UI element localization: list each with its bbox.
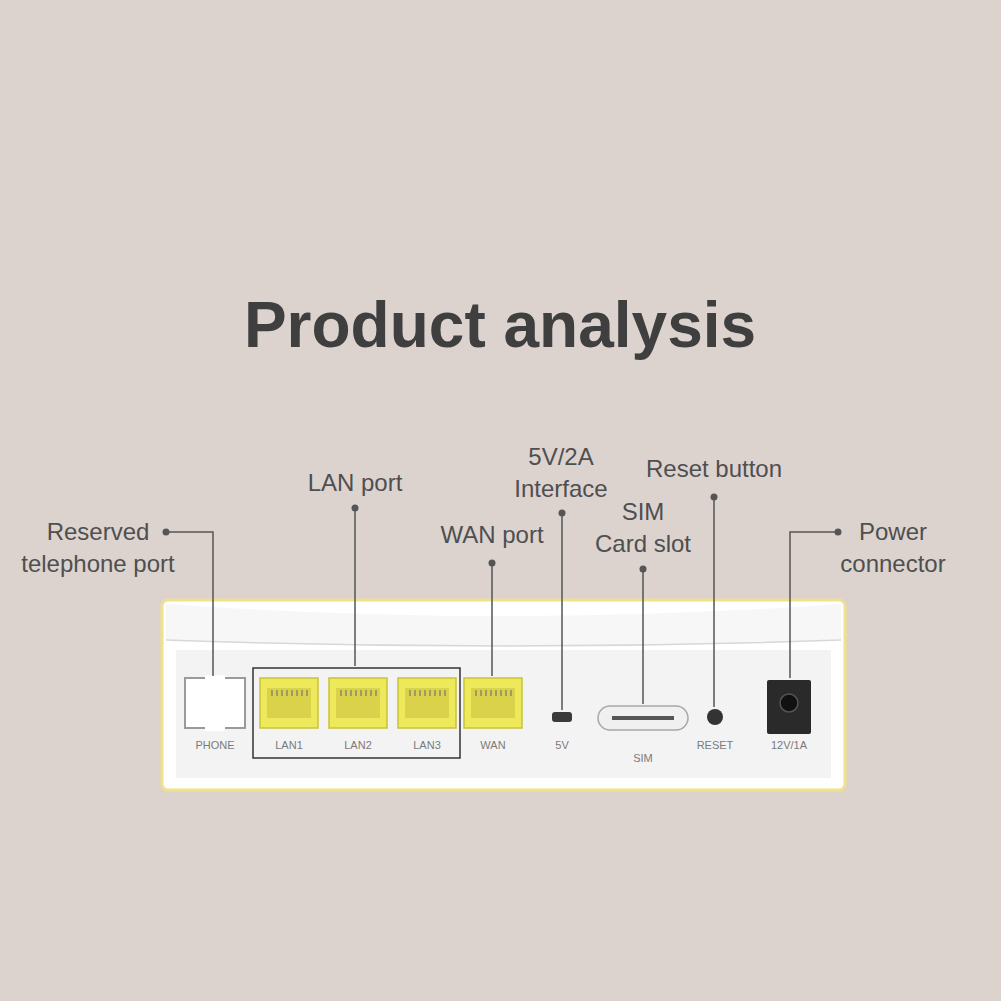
leader-line [642, 569, 644, 704]
callout-label: LAN port [275, 467, 435, 499]
port-label: WAN [480, 738, 505, 752]
port-label: PHONE [195, 738, 234, 752]
leader-lines [166, 497, 838, 710]
port-label: LAN1 [275, 738, 303, 752]
leader-dots [163, 494, 842, 573]
leader-dot [711, 494, 718, 501]
lan-port [398, 678, 456, 728]
callout-label: WAN port [412, 519, 572, 551]
callout-label: Reserved telephone port [8, 516, 188, 580]
leader-line [561, 513, 563, 710]
panel-edge [166, 640, 841, 646]
leader-dot [489, 560, 496, 567]
callout-label: SIM Card slot [594, 496, 693, 560]
leader-line [491, 563, 493, 676]
port-label: SIM [633, 751, 653, 765]
port-label: LAN2 [344, 738, 372, 752]
port-label: LAN3 [413, 738, 441, 752]
callout-label: 5V/2A Interface [501, 441, 621, 505]
leader-line [713, 497, 715, 707]
lan-port [260, 678, 318, 728]
leader-dot [163, 529, 170, 536]
lan-bracket [253, 668, 460, 758]
port-label: 12V/1A [771, 738, 807, 752]
phone-port [185, 675, 245, 731]
power-jack [767, 680, 811, 734]
leader-dot [640, 566, 647, 573]
usb-port [552, 712, 572, 722]
router-housing [162, 600, 845, 790]
port-label: RESET [697, 738, 734, 752]
leader-dot [352, 505, 359, 512]
callout-label: Power connector [833, 516, 953, 580]
leader-line [790, 532, 838, 678]
sim-slot [598, 706, 688, 730]
back-face [176, 650, 831, 778]
reset-button [707, 709, 723, 725]
leader-dot [559, 510, 566, 517]
page-title: Product analysis [244, 287, 756, 364]
lan-port [329, 678, 387, 728]
leader-dot [835, 529, 842, 536]
wan-port [464, 678, 522, 728]
port-label: 5V [555, 738, 568, 752]
leader-line [354, 508, 356, 666]
callout-label: Reset button [629, 453, 799, 485]
top-panel [166, 604, 841, 646]
